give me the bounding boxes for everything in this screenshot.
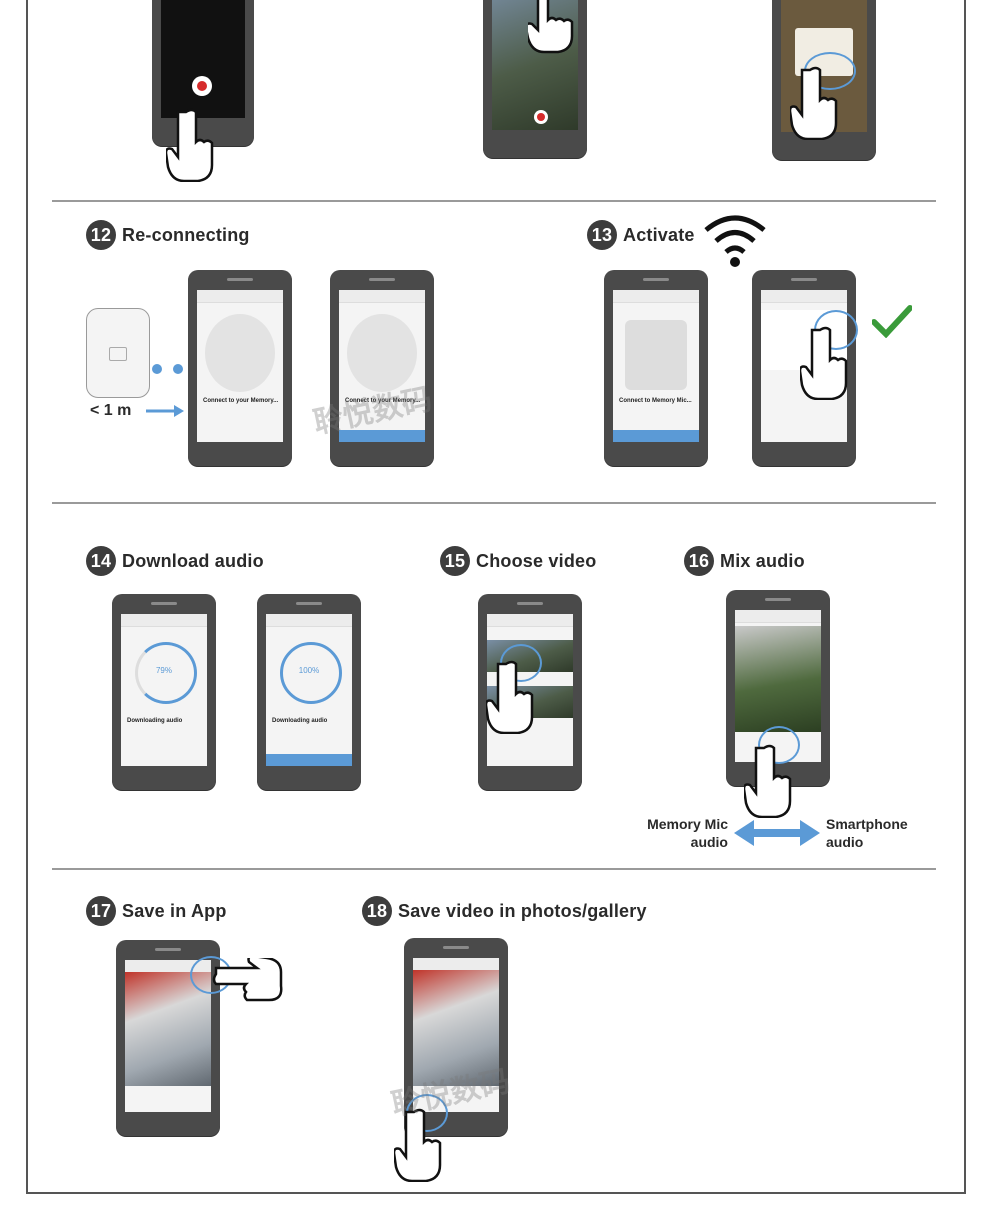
phone-reconnect-2: Connect to your Memory... [330,270,434,466]
pointing-hand-icon [528,0,574,54]
step-number: 18 [362,896,392,926]
step-label: Save video in photos/gallery [398,900,647,921]
distance-label: < 1 m [90,402,132,419]
instruction-frame [26,0,966,1194]
step-number: 16 [684,546,714,576]
pointing-hand-icon [800,326,848,400]
phone-record [152,0,254,146]
pointing-hand-right-icon [212,958,283,1002]
double-arrow-icon [734,820,820,846]
phone-choose-video [478,594,582,790]
mic-logo-icon [109,347,127,361]
section-divider [52,502,936,504]
step-number: 14 [86,546,116,576]
progress-value: 79% [155,666,172,675]
pointing-hand-icon [744,744,792,818]
progress-ring [135,642,197,704]
step-label: Mix audio [720,550,805,571]
memory-mic-audio-label: Memory Mic audio [647,816,728,850]
step-15-title: 15 Choose video [440,546,596,576]
wifi-icon [704,215,766,267]
step-number: 17 [86,896,116,926]
cta-bar [339,430,425,442]
step-label: Re-connecting [122,224,250,245]
phone-download-2: 100% Downloading audio [257,594,361,790]
connect-title: Connect to your Memory... [345,398,421,404]
checkmark-icon [872,305,912,338]
download-title: Downloading audio [272,718,328,724]
record-button-icon [192,76,212,96]
step-12-title: 12 Re-connecting [86,220,250,250]
step-number: 12 [86,220,116,250]
phone-activate-1: Connect to Memory Mic... [604,270,708,466]
download-title: Downloading audio [127,718,183,724]
step-number: 15 [440,546,470,576]
arrow-right-icon [146,405,184,417]
video-preview [413,970,499,1086]
step-label: Activate [623,224,695,245]
cta-bar [266,754,352,766]
step-label: Download audio [122,550,264,571]
connect-title: Connect to your Memory... [203,398,279,404]
section-divider [52,868,936,870]
step-number: 13 [587,220,617,250]
phone-save-gallery [404,938,508,1136]
cta-bar [613,430,699,442]
video-preview [125,972,211,1086]
record-button-icon [534,110,548,124]
step-13-title: 13 Activate [587,220,695,250]
connect-title: Connect to Memory Mic... [619,398,692,404]
pointing-hand-icon [394,1108,442,1182]
video-preview [735,626,821,732]
step-label: Choose video [476,550,597,571]
step-label: Save in App [122,900,227,921]
section-divider [52,200,936,202]
pointing-hand-icon [166,108,214,182]
pointing-hand-icon [790,66,838,140]
memory-mic-device [86,308,150,398]
step-17-title: 17 Save in App [86,896,227,926]
highlight-circle [758,726,800,764]
step-16-title: 16 Mix audio [684,546,805,576]
pointing-hand-icon [486,660,534,734]
progress-ring [280,642,342,704]
smartphone-audio-label: Smartphone audio [826,816,908,850]
phone-reconnect-1: Connect to your Memory... [188,270,292,466]
progress-value: 100% [298,666,320,675]
step-14-title: 14 Download audio [86,546,264,576]
phone-download-1: 79% Downloading audio [112,594,216,790]
step-18-title: 18 Save video in photos/gallery [362,896,647,926]
